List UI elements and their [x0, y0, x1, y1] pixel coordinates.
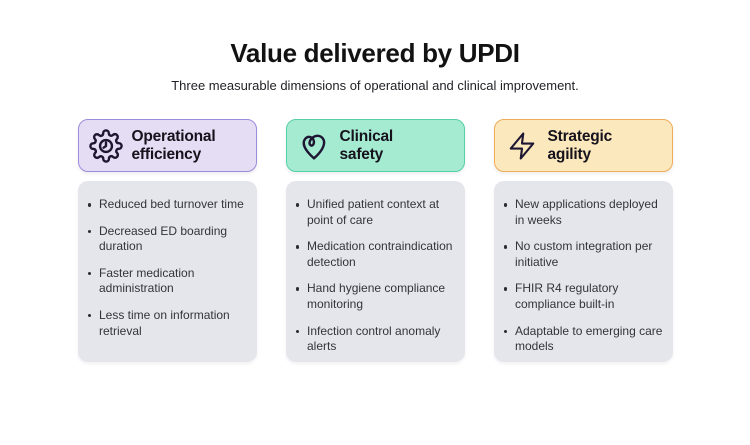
bullet-icon	[87, 229, 91, 234]
bullet-list: Unified patient context at point of care…	[295, 197, 457, 355]
list-item: Less time on information retrieval	[87, 308, 249, 339]
bullet-icon	[295, 329, 299, 334]
card-title: Strategic agility	[547, 128, 613, 163]
bullet-icon	[503, 287, 507, 291]
list-item: New applications deployed in weeks	[503, 197, 665, 228]
heart-loop-icon	[297, 129, 331, 163]
bullet-icon	[503, 203, 507, 207]
page-title: Value delivered by UPDI	[230, 38, 520, 68]
list-item: Unified patient context at point of care	[295, 197, 457, 228]
value-columns: Operational efficiency Reduced bed turno…	[0, 119, 750, 362]
gear-clock-icon	[88, 128, 123, 163]
bullet-list: Reduced bed turnover time Decreased ED b…	[87, 197, 249, 339]
bullet-icon	[503, 329, 507, 334]
bullet-icon	[87, 203, 91, 207]
bullet-icon	[87, 313, 91, 318]
bullet-icon	[503, 245, 507, 249]
bullet-list: New applications deployed in weeks No cu…	[503, 197, 665, 355]
clinical-safety-header: Clinical safety	[285, 119, 465, 172]
slide: Value delivered by UPDI Three measurable…	[0, 38, 750, 445]
card-clinical-safety: Clinical safety Unified patient context …	[285, 119, 465, 362]
lightning-bolt-icon	[505, 129, 539, 163]
operational-efficiency-header: Operational efficiency	[77, 119, 257, 172]
list-item: Hand hygiene compliance monitoring	[295, 281, 457, 312]
page-subtitle: Three measurable dimensions of operation…	[171, 78, 579, 93]
strategic-agility-body: New applications deployed in weeks No cu…	[493, 181, 673, 362]
card-title: Clinical safety	[339, 128, 394, 163]
list-item: Reduced bed turnover time	[87, 197, 249, 213]
operational-efficiency-body: Reduced bed turnover time Decreased ED b…	[77, 181, 257, 362]
list-item: Infection control anomaly alerts	[295, 324, 457, 355]
bullet-icon	[295, 287, 299, 291]
bullet-icon	[87, 271, 91, 276]
list-item: Medication contraindication detection	[295, 239, 457, 270]
list-item: Adaptable to emerging care models	[503, 324, 665, 355]
list-item: No custom integration per initiative	[503, 239, 665, 270]
card-strategic-agility: Strategic agility New applications deplo…	[493, 119, 673, 362]
strategic-agility-header: Strategic agility	[493, 119, 673, 172]
card-operational-efficiency: Operational efficiency Reduced bed turno…	[77, 119, 257, 362]
bullet-icon	[295, 203, 299, 207]
bullet-icon	[295, 245, 299, 249]
list-item: Decreased ED boarding duration	[87, 224, 249, 255]
list-item: Faster medication administration	[87, 266, 249, 297]
list-item: FHIR R4 regulatory compliance built-in	[503, 281, 665, 312]
card-title: Operational efficiency	[131, 128, 216, 163]
clinical-safety-body: Unified patient context at point of care…	[285, 181, 465, 362]
